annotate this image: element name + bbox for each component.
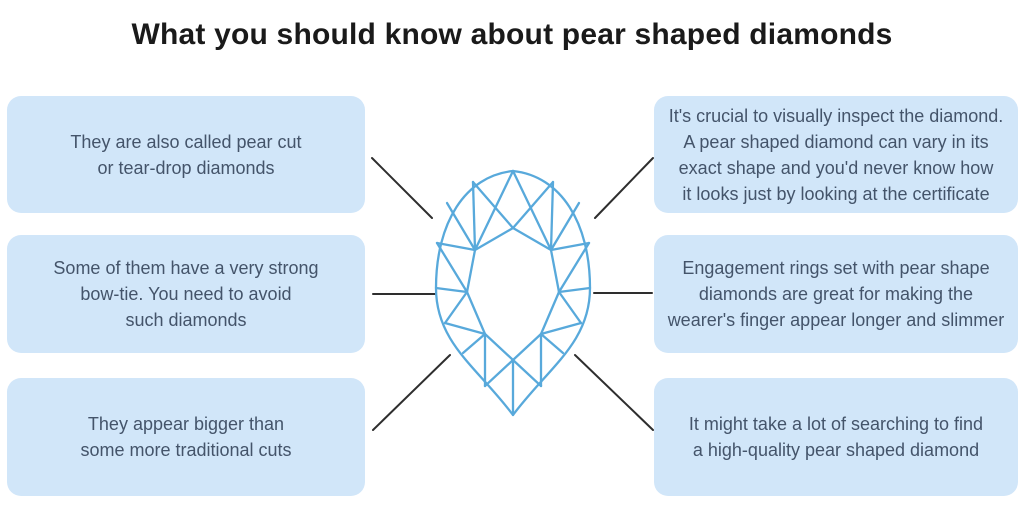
pear-diamond-icon	[434, 169, 592, 417]
connector-line-top-left	[371, 157, 433, 219]
fact-box-left-3: They appear bigger than some more tradit…	[7, 378, 365, 496]
connector-line-top-right	[594, 157, 654, 219]
diamond-table-facet	[465, 226, 561, 362]
fact-text-left-1: They are also called pear cut or tear-dr…	[70, 131, 302, 178]
fact-box-right-2: Engagement rings set with pear shape dia…	[654, 235, 1018, 353]
fact-box-left-1: They are also called pear cut or tear-dr…	[7, 96, 365, 213]
fact-text-left-3: They appear bigger than some more tradit…	[80, 414, 292, 460]
fact-box-right-1: It's crucial to visually inspect the dia…	[654, 96, 1018, 213]
fact-box-left-2: Some of them have a very strong bow-tie.…	[7, 235, 365, 353]
page-title: What you should know about pear shaped d…	[131, 18, 893, 51]
fact-box-right-3: It might take a lot of searching to find…	[654, 378, 1018, 496]
fact-text-right-3: It might take a lot of searching to find…	[688, 414, 984, 460]
fact-text-right-1: It's crucial to visually inspect the dia…	[668, 105, 1004, 204]
fact-text-right-2: Engagement rings set with pear shape dia…	[667, 258, 1005, 330]
fact-text-left-2: Some of them have a very strong bow-tie.…	[53, 258, 319, 330]
